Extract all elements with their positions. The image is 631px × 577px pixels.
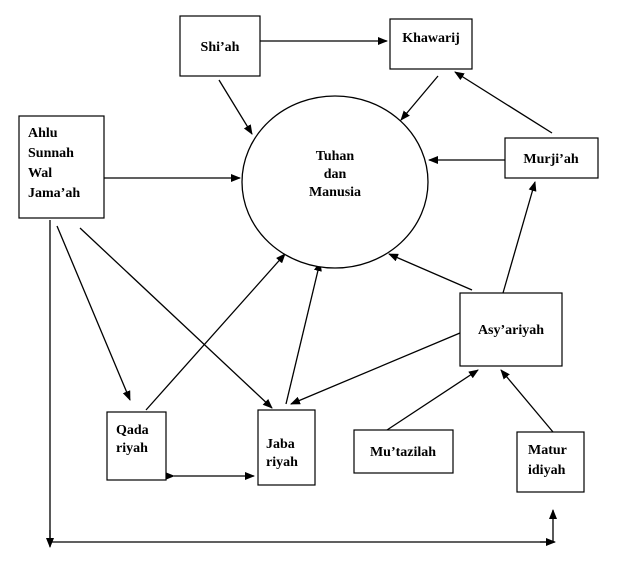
center-label-line-3: Manusia: [309, 185, 361, 200]
node-shiah: Shi’ah: [179, 15, 261, 77]
edge-asyariyah-murjiah: [502, 181, 537, 294]
edge-ahlu-jabariyah: [79, 227, 273, 409]
edge-asyariyah-center: [388, 253, 473, 291]
node-asyariyah-label: Asy’ariyah: [478, 323, 544, 338]
node-maturidiyah-line-2: idiyah: [528, 463, 566, 478]
node-maturidiyah: Matur idiyah: [516, 431, 585, 493]
node-jabariyah-line-2: riyah: [266, 455, 298, 470]
node-mutazilah: Mu’tazilah: [353, 429, 454, 474]
node-shiah-label: Shi’ah: [201, 40, 240, 55]
edge-jabariyah-center: [285, 261, 322, 405]
edge-ahlu-qadariyah: [56, 225, 131, 401]
node-ahlu-line-2: Sunnah: [28, 146, 74, 161]
edge-maturidiyah-asyariyah: [500, 369, 554, 433]
node-ahlu-line-3: Wal: [28, 166, 52, 181]
edge-shiah-center: [218, 79, 253, 135]
node-maturidiyah-line-1: Matur: [528, 443, 567, 458]
center-label-line-2: dan: [324, 167, 347, 182]
node-murjiah-label: Murji’ah: [523, 152, 578, 167]
edge-asyariyah-jabariyah: [290, 332, 461, 405]
node-qadariyah: Qada riyah: [106, 411, 167, 481]
node-murjiah: Murji’ah: [504, 137, 599, 179]
node-jabariyah: Jaba riyah: [257, 409, 316, 486]
node-khawarij: Khawarij: [389, 18, 473, 70]
edge-khawarij-center: [400, 75, 439, 121]
edge-ahlu-maturidiyah: [49, 220, 557, 543]
node-khawarij-label: Khawarij: [402, 31, 460, 46]
node-ahlu: Ahlu Sunnah Wal Jama’ah: [18, 115, 105, 219]
node-mutazilah-label: Mu’tazilah: [370, 445, 436, 460]
node-asyariyah: Asy’ariyah: [459, 292, 563, 367]
node-qadariyah-line-1: Qada: [116, 423, 149, 438]
node-jabariyah-line-1: Jaba: [266, 437, 295, 452]
edges: [46, 37, 557, 548]
edge-murjiah-khawarij: [454, 71, 553, 134]
center-node: Tuhan dan Manusia: [241, 95, 429, 269]
edge-mutazilah-asyariyah: [386, 369, 479, 431]
node-qadariyah-line-2: riyah: [116, 441, 148, 456]
node-ahlu-line-1: Ahlu: [28, 126, 58, 141]
node-ahlu-line-4: Jama’ah: [28, 186, 80, 201]
edge-qadariyah-center: [145, 253, 286, 411]
center-label-line-1: Tuhan: [316, 149, 355, 164]
